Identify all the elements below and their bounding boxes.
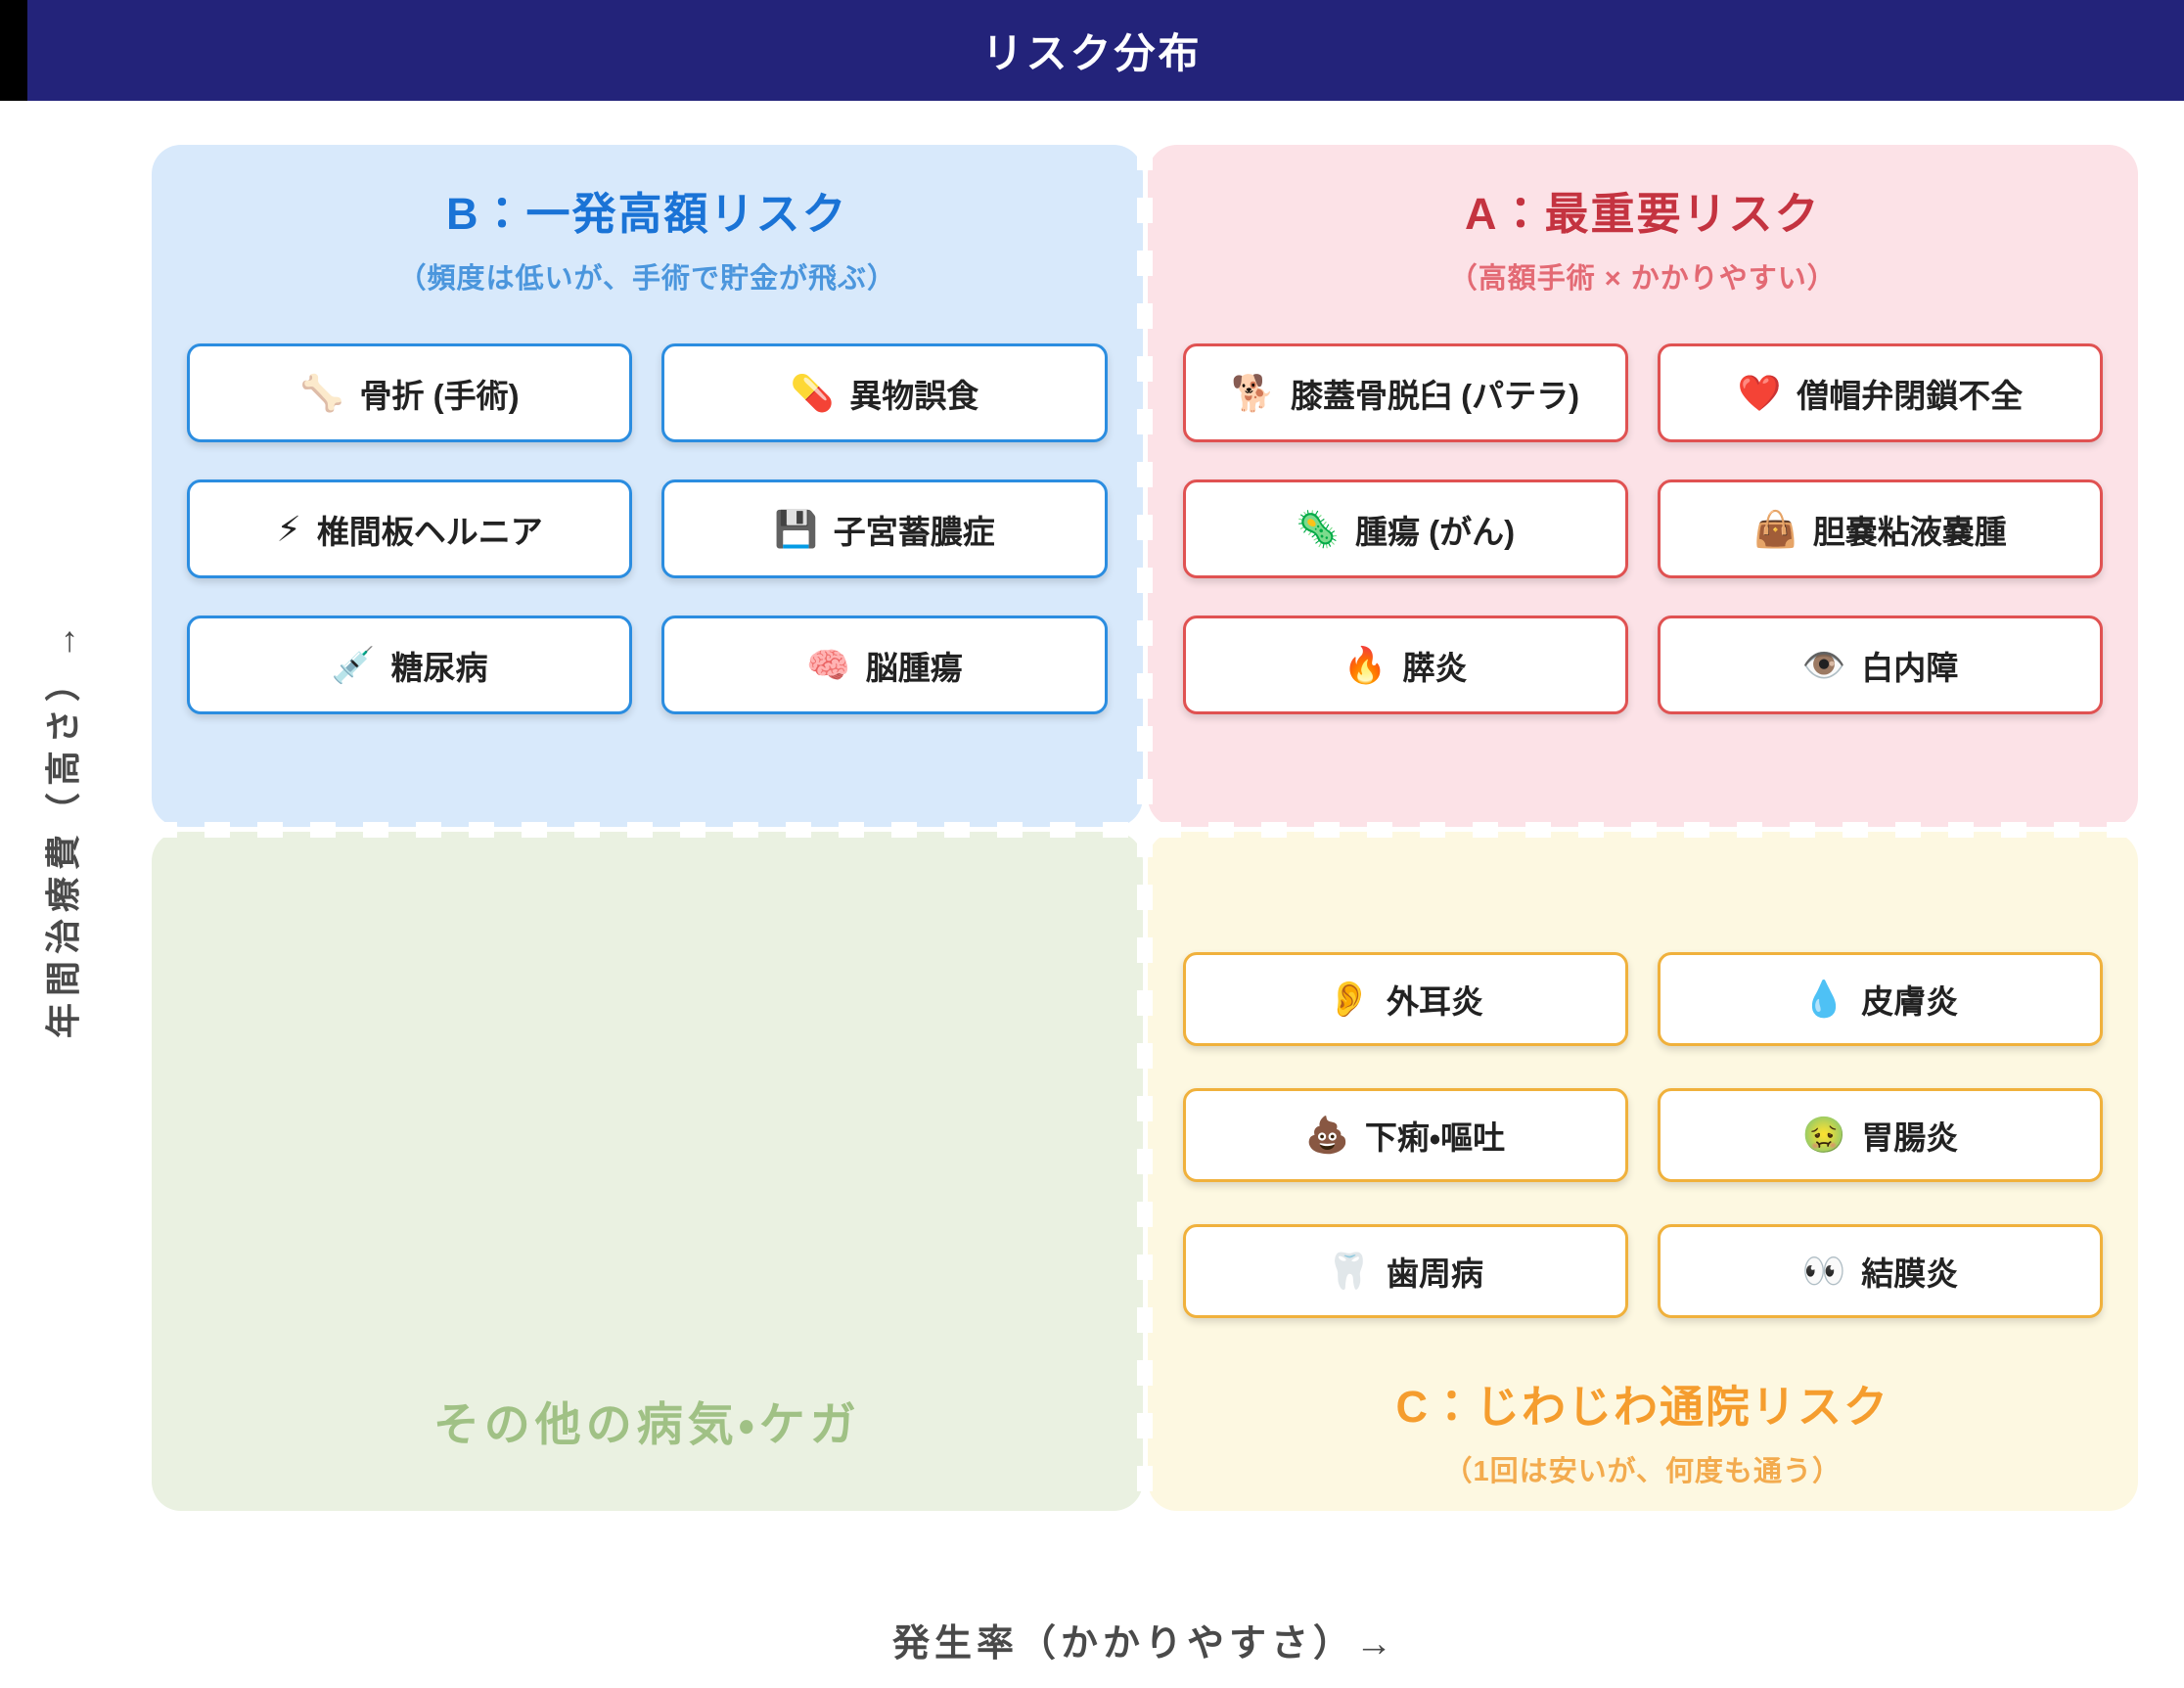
risk-item-cataract: 👁️ 白内障: [1657, 616, 2103, 714]
syringe-icon: 💉: [331, 644, 376, 685]
brain-icon: 🧠: [805, 644, 850, 685]
quadrant-c-frequent-visits: 👂 外耳炎 💧 皮膚炎 💩 下痢・嘔吐 🤢 胃腸炎 🦷 歯周病 👀 結膜炎 C：じわじわ通院リスク （…: [1147, 832, 2139, 1511]
lightning-icon: ⚡: [276, 508, 301, 549]
risk-item-patella: 🐕 膝蓋骨脱臼 (パテラ): [1182, 343, 1628, 442]
quadrant-c-subtitle: （1回は安いが、何度も通う）: [1443, 1456, 1843, 1487]
x-axis-label: 発生率（かかりやすさ）→: [891, 1623, 1397, 1665]
bone-icon: 🦴: [299, 372, 344, 413]
risk-item-dermatitis: 💧 皮膚炎: [1657, 952, 2103, 1046]
risk-item-hernia: ⚡ 椎間板ヘルニア: [187, 479, 633, 578]
handbag-icon: 👜: [1752, 508, 1797, 549]
fire-icon: 🔥: [1342, 644, 1388, 685]
heart-icon: ❤️: [1737, 372, 1782, 413]
risk-item-gallbladder: 👜 胆嚢粘液嚢腫: [1657, 479, 2103, 578]
tooth-icon: 🦷: [1327, 1251, 1372, 1291]
risk-item-label: 腫瘍 (がん): [1354, 513, 1516, 550]
risk-item-label: 白内障: [1861, 649, 1959, 686]
droplet-icon: 💧: [1801, 979, 1846, 1019]
risk-item-label: 僧帽弁閉鎖不全: [1797, 377, 2024, 414]
eye-icon: 👁️: [1801, 644, 1846, 685]
quadrant-c-footer: C：じわじわ通院リスク （1回は安いが、何度も通う）: [1148, 1371, 2139, 1511]
quadrant-a-title: A：最重要リスク: [1465, 189, 1821, 239]
quadrant-other-title: その他の病気・ケガ: [432, 1398, 861, 1450]
risk-item-label: 糖尿病: [390, 649, 488, 686]
risk-item-brain-tumor: 🧠 脳腫瘍: [661, 616, 1108, 714]
quadrant-a-items: 🐕 膝蓋骨脱臼 (パテラ) ❤️ 僧帽弁閉鎖不全 🦠 腫瘍 (がん) 👜 胆嚢粘液嚢腫 🔥 膵炎 👁…: [1148, 343, 2139, 714]
risk-item-diarrhea-vomit: 💩 下痢・嘔吐: [1182, 1088, 1628, 1182]
risk-item-foreign-body: 💊 異物誤食: [661, 343, 1108, 442]
risk-item-label: 歯周病: [1387, 1255, 1484, 1292]
quadrant-a-subtitle: （高額手術 × かかりやすい）: [1448, 263, 1837, 295]
risk-item-pancreatitis: 🔥 膵炎: [1182, 616, 1628, 714]
dog-icon: 🐕: [1231, 372, 1275, 413]
pill-icon: 💊: [790, 372, 835, 413]
eyes-icon: 👀: [1801, 1251, 1846, 1291]
risk-item-tumor-cancer: 🦠 腫瘍 (がん): [1182, 479, 1628, 578]
quadrant-other-diseases: その他の病気・ケガ: [152, 832, 1143, 1511]
poop-icon: 💩: [1305, 1115, 1349, 1155]
risk-item-label: 胆嚢粘液嚢腫: [1812, 513, 2007, 550]
risk-item-fracture: 🦴 骨折 (手術): [187, 343, 633, 442]
quadrant-b-title: B：一発高額リスク: [446, 189, 848, 239]
quadrant-b-items: 🦴 骨折 (手術) 💊 異物誤食 ⚡ 椎間板ヘルニア 💾 子宮蓄膿症 💉 糖尿病 🧠 脳腫瘍: [152, 343, 1143, 714]
nauseated-face-icon: 🤢: [1801, 1115, 1846, 1155]
floppy-disk-icon: 💾: [773, 508, 818, 549]
risk-item-label: 胃腸炎: [1861, 1119, 1959, 1156]
quadrant-c-title: C：じわじわ通院リスク: [1395, 1382, 1889, 1432]
risk-item-pyometra: 💾 子宮蓄膿症: [661, 479, 1108, 578]
risk-item-periodontal: 🦷 歯周病: [1182, 1224, 1628, 1318]
quadrant-c-items: 👂 外耳炎 💧 皮膚炎 💩 下痢・嘔吐 🤢 胃腸炎 🦷 歯周病 👀 結膜炎: [1148, 952, 2139, 1318]
risk-item-label: 椎間板ヘルニア: [316, 513, 543, 550]
header-bar: リスク分布: [0, 0, 2184, 101]
microbe-icon: 🦠: [1296, 508, 1340, 549]
risk-item-label: 異物誤食: [849, 377, 979, 414]
risk-item-label: 子宮蓄膿症: [833, 513, 995, 550]
risk-item-label: 外耳炎: [1387, 983, 1484, 1020]
quadrant-b-subtitle: （頻度は低いが、手術で貯金が飛ぶ）: [397, 263, 896, 295]
risk-item-label: 膵炎: [1402, 649, 1468, 686]
risk-item-label: 骨折 (手術): [359, 377, 520, 414]
quadrant-b-high-cost: B：一発高額リスク （頻度は低いが、手術で貯金が飛ぶ） 🦴 骨折 (手術) 💊 異物誤…: [152, 145, 1143, 827]
header-left-black-strip: [0, 0, 27, 101]
risk-item-conjunctivitis: 👀 結膜炎: [1657, 1224, 2103, 1318]
risk-item-label: 膝蓋骨脱臼 (パテラ): [1290, 377, 1580, 414]
quadrant-a-critical: A：最重要リスク （高額手術 × かかりやすい） 🐕 膝蓋骨脱臼 (パテラ) ❤️ 僧…: [1147, 145, 2139, 827]
risk-item-label: 結膜炎: [1861, 1255, 1959, 1292]
risk-item-diabetes: 💉 糖尿病: [187, 616, 633, 714]
risk-item-label: 皮膚炎: [1861, 983, 1959, 1020]
risk-item-label: 下痢・嘔吐: [1364, 1119, 1506, 1156]
risk-item-otitis-externa: 👂 外耳炎: [1182, 952, 1628, 1046]
y-axis-label: 年間治療費（高さ）→: [43, 616, 83, 1039]
page-title: リスク分布: [981, 30, 1203, 76]
risk-item-gastroenteritis: 🤢 胃腸炎: [1657, 1088, 2103, 1182]
risk-item-label: 脳腫瘍: [865, 649, 963, 686]
quadrant-grid: B：一発高額リスク （頻度は低いが、手術で貯金が飛ぶ） 🦴 骨折 (手術) 💊 異物誤…: [152, 145, 2138, 1511]
risk-item-mitral-valve: ❤️ 僧帽弁閉鎖不全: [1657, 343, 2103, 442]
ear-icon: 👂: [1327, 979, 1372, 1019]
